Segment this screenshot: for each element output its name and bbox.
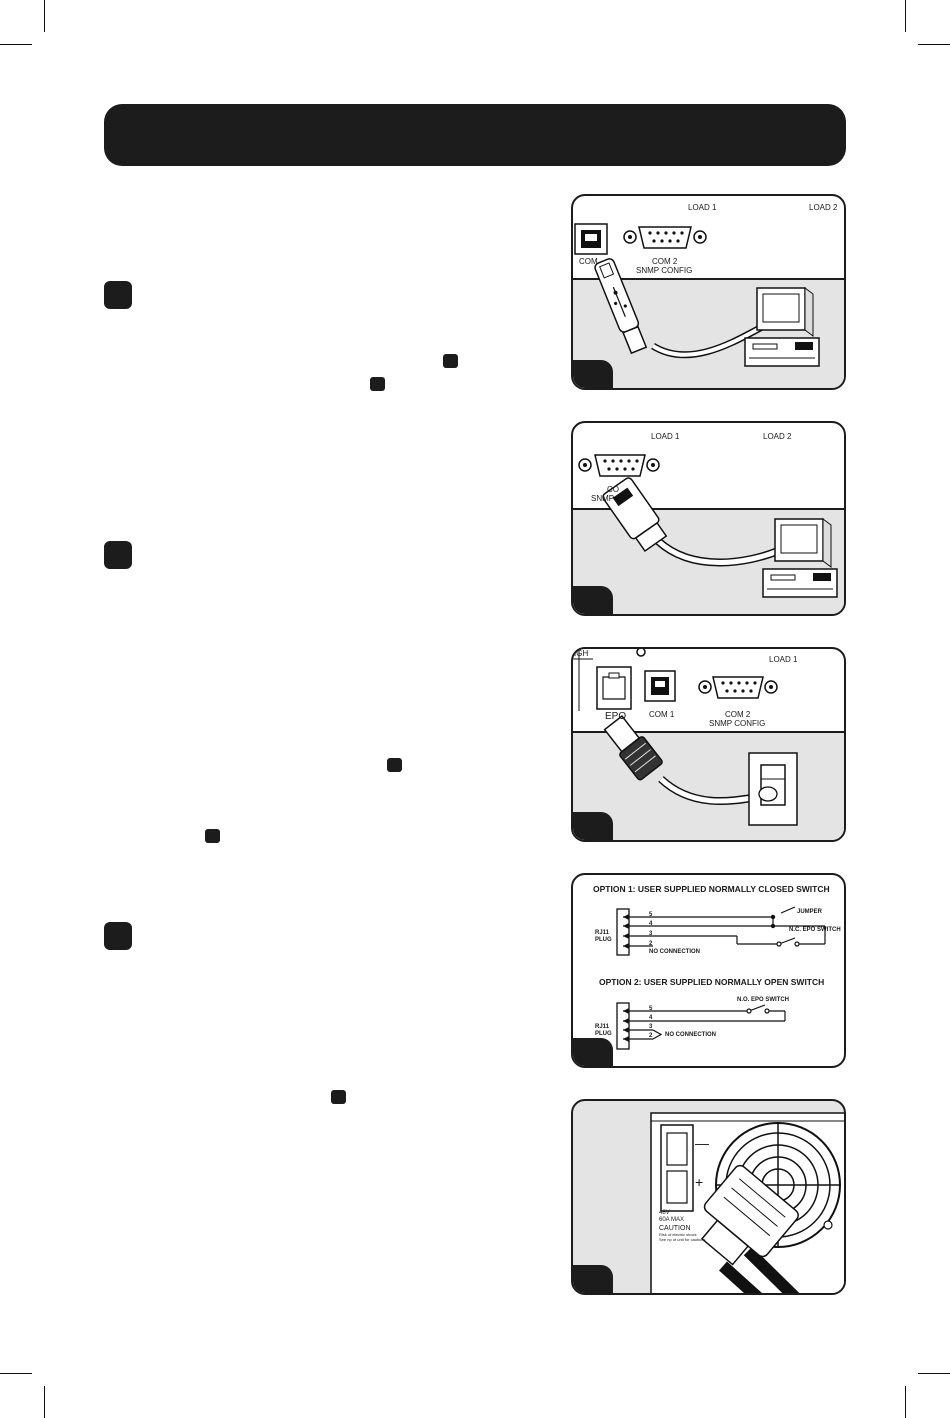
snmp-config-label: SNMP CONFIG	[636, 266, 693, 275]
figure-serial-connection: LOAD 1 LOAD 2 CO SNMP	[571, 421, 846, 616]
figure-tag	[573, 1265, 613, 1293]
pin-label: 5	[649, 912, 653, 918]
figure-ref-box	[387, 758, 402, 772]
plug-label: PLUG	[595, 1031, 612, 1037]
no-connection-label: NO CONNECTION	[665, 1032, 716, 1038]
no-switch-label: N.O. EPO SWITCH	[737, 997, 790, 1003]
load-1-label: LOAD 1	[688, 203, 717, 212]
com-2-label: COM 2	[725, 710, 751, 719]
com-1-label: COM 1	[649, 710, 675, 719]
com-port-label: COM	[579, 257, 598, 266]
rj11-label: RJ11	[595, 930, 610, 936]
battery-connection-drawing	[650, 1112, 844, 1293]
figure-usb-connection: LOAD 1 LOAD 2 COM COM 2 SNMP CONFIG	[571, 194, 846, 390]
figure-ref-box	[370, 377, 385, 391]
figure-tag	[573, 586, 613, 614]
pin-label: 5	[649, 1006, 653, 1012]
crop-mark	[0, 44, 32, 45]
crop-mark	[918, 44, 950, 45]
figure-ref-box	[205, 829, 220, 843]
pin-label: 4	[649, 1015, 653, 1021]
rating-label: 48V	[659, 1210, 670, 1216]
step-marker	[104, 922, 132, 950]
epo-label: EPO	[605, 711, 627, 722]
load-2-label: LOAD 2	[809, 203, 838, 212]
crop-mark	[918, 1373, 950, 1374]
figure-ref-box	[331, 1090, 346, 1104]
com-2-label: CO	[607, 485, 619, 494]
usb-connection-drawing	[574, 223, 820, 367]
com-2-label: COM 2	[652, 257, 678, 266]
pin-label: 3	[649, 1024, 653, 1030]
figure-ref-box	[443, 354, 458, 368]
pin-label: 4	[649, 921, 653, 927]
crop-mark	[905, 0, 906, 32]
nc-switch-label: N.C. EPO SWITCH	[789, 927, 841, 933]
load-1-label: LOAD 1	[651, 432, 680, 441]
figure-tag	[573, 812, 613, 840]
crop-mark	[905, 1386, 906, 1418]
crop-mark	[0, 1373, 32, 1374]
section-header-bar	[104, 104, 846, 166]
plus-sign: +	[695, 1174, 704, 1190]
partial-label: IGH	[574, 649, 589, 658]
plug-label: PLUG	[595, 937, 612, 943]
step-marker	[104, 281, 132, 309]
figure-battery-connection: — + 48V 60A MAX CAUTION Risk of electric…	[571, 1099, 846, 1295]
serial-connection-drawing	[578, 454, 838, 598]
crop-mark	[44, 1386, 45, 1418]
snmp-label: SNMP	[591, 494, 615, 503]
no-connection-label: NO CONNECTION	[649, 949, 700, 955]
pin-label: 2	[649, 1033, 653, 1039]
figure-tag	[573, 1038, 613, 1066]
caution-fine-print: See np of unit for cautions	[659, 1237, 706, 1242]
epo-wiring-diagram	[616, 906, 826, 1050]
figure-background	[573, 731, 844, 840]
figure-tag	[573, 360, 613, 388]
minus-sign: —	[695, 1135, 709, 1151]
caution-fine-print: Risk of electric shock	[659, 1232, 697, 1237]
pin-label: 2	[649, 941, 653, 947]
caution-label: CAUTION	[659, 1225, 691, 1232]
pin-label: 3	[649, 931, 653, 937]
load-2-label: LOAD 2	[763, 432, 792, 441]
rj11-label: RJ11	[595, 1024, 610, 1030]
step-marker	[104, 541, 132, 569]
rating-label: 60A MAX	[659, 1217, 685, 1223]
figure-epo-wiring: OPTION 1: USER SUPPLIED NORMALLY CLOSED …	[571, 873, 846, 1068]
option-1-heading: OPTION 1: USER SUPPLIED NORMALLY CLOSED …	[593, 884, 830, 894]
figure-epo-connection: IGH LOAD 1 EPO COM 1 COM 2 SNMP CONFIG	[571, 647, 846, 842]
crop-mark	[44, 0, 45, 32]
option-2-heading: OPTION 2: USER SUPPLIED NORMALLY OPEN SW…	[599, 977, 825, 987]
epo-connection-drawing	[573, 649, 798, 826]
load-1-label: LOAD 1	[769, 655, 798, 664]
jumper-label: JUMPER	[797, 909, 823, 915]
snmp-config-label: SNMP CONFIG	[709, 719, 766, 728]
